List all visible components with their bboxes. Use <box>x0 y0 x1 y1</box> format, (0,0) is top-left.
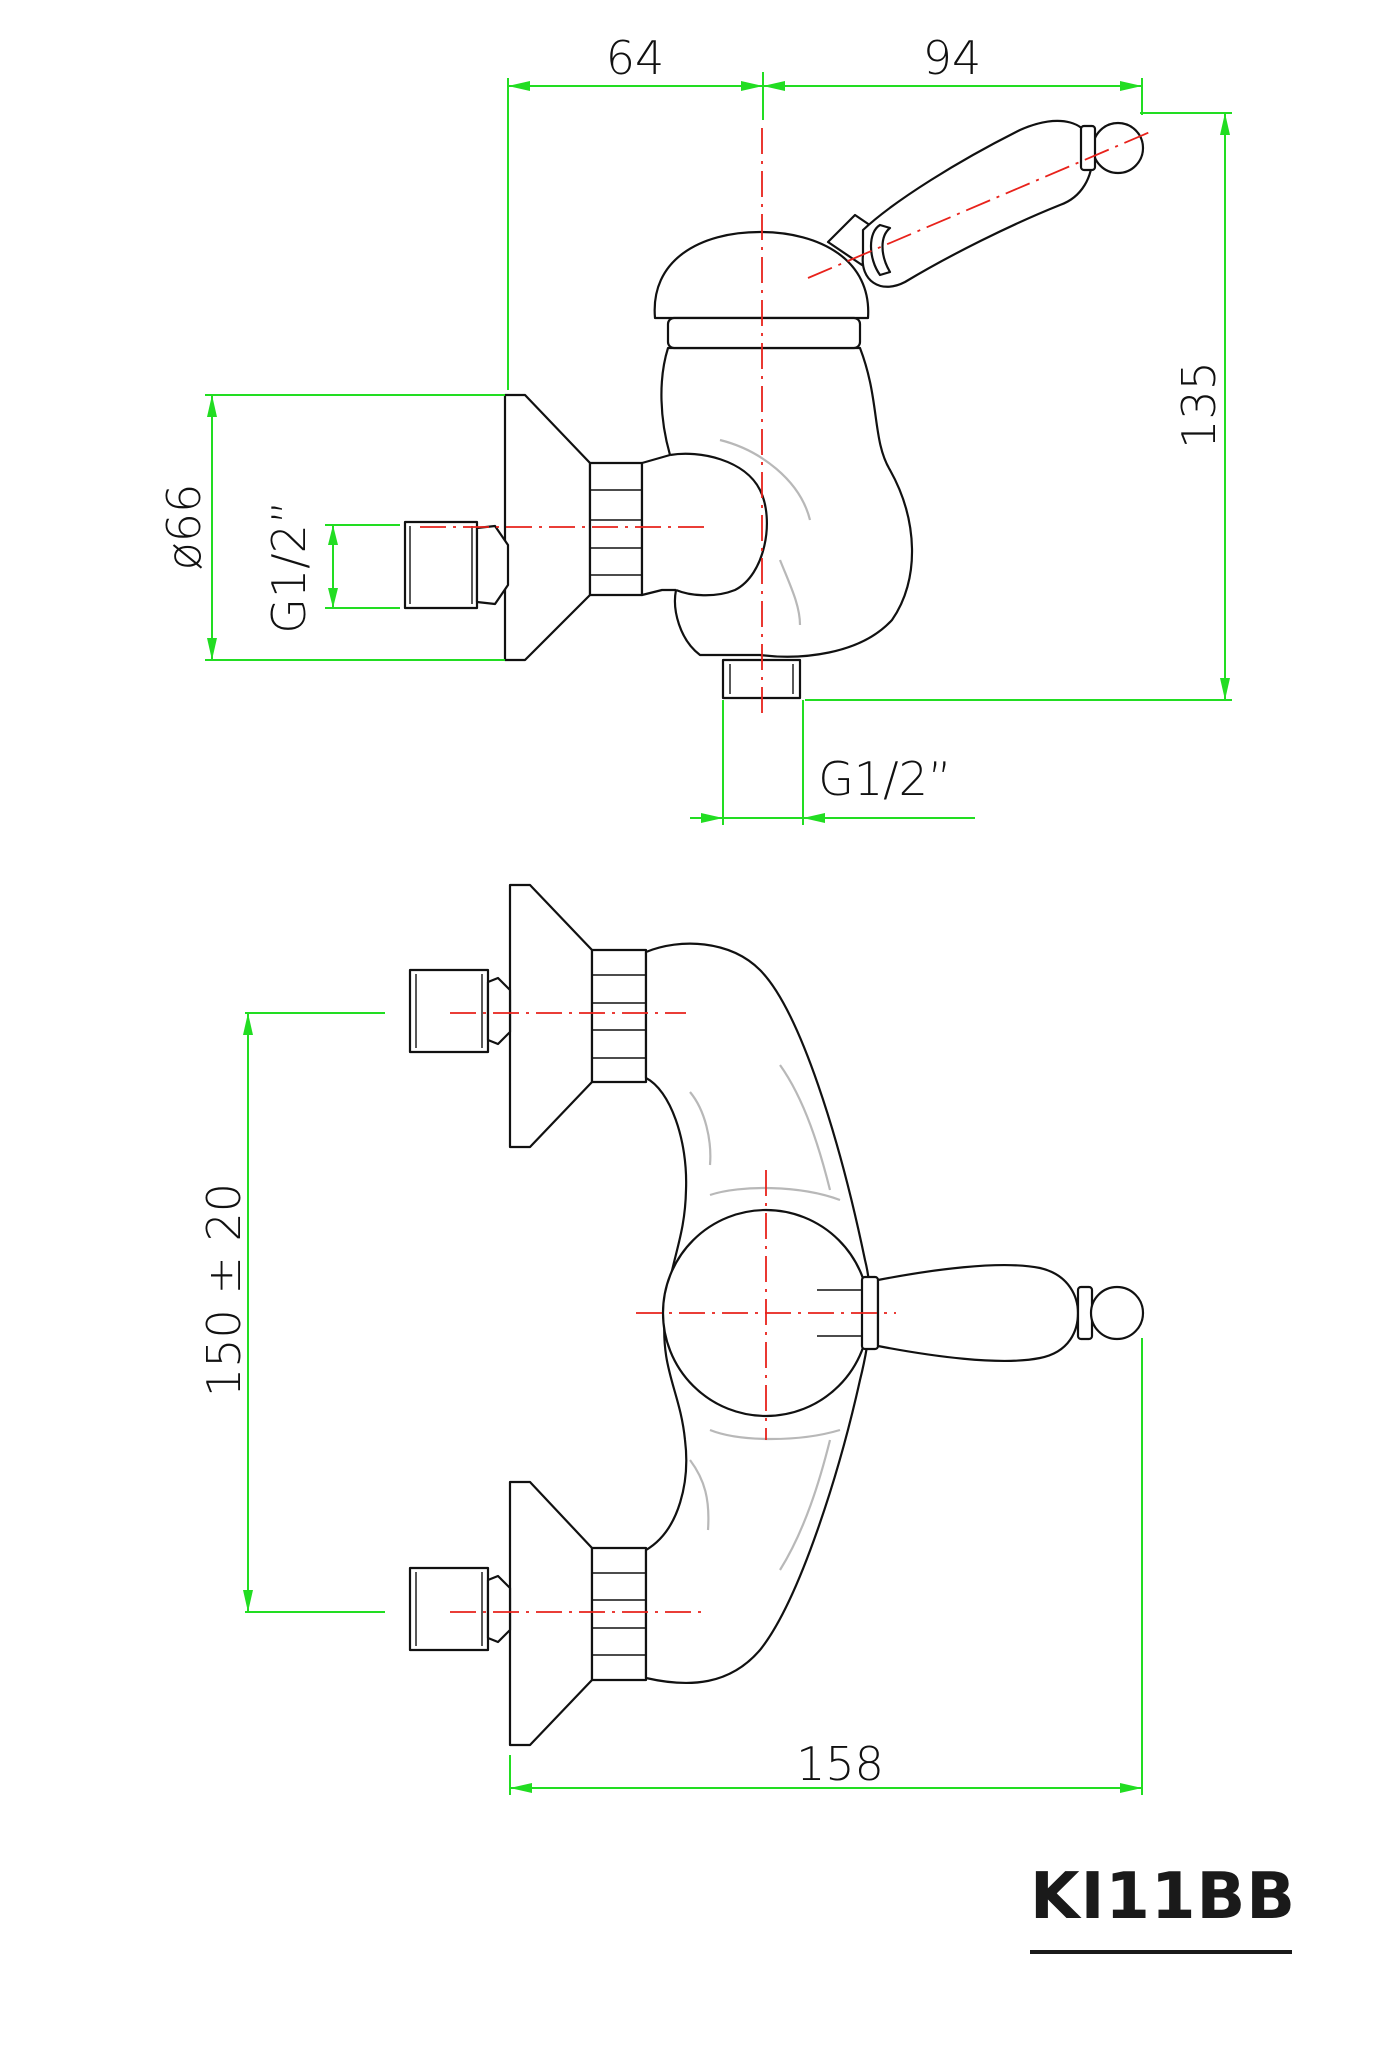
upper-hex-nut <box>590 948 648 1084</box>
upper-inlet <box>408 968 490 1054</box>
dim-64: 64 <box>606 31 665 85</box>
dim-flange-diameter: ø66 <box>157 484 211 571</box>
front-lever-handle <box>817 1264 1145 1362</box>
inlet-nipple <box>403 520 479 610</box>
lower-inlet <box>408 1566 490 1652</box>
dim-outlet-thread: G1/2” <box>818 752 952 806</box>
dim-inlet-spacing: 150 ± 20 <box>197 1183 251 1397</box>
front-view <box>408 883 1145 1747</box>
model-code: KI11BB <box>1030 1860 1297 1934</box>
cap-ring <box>666 316 862 350</box>
front-view-dimensions: 150 ± 20 158 <box>197 1012 1143 1795</box>
dim-total-width: 158 <box>796 1737 884 1791</box>
lever-handle <box>826 119 1145 288</box>
handle-axis <box>807 131 1151 279</box>
lower-hex-nut <box>590 1546 648 1682</box>
model-code-underline <box>1030 1950 1292 1954</box>
side-view-dimensions: 64 94 135 ø66 G1/2” G1/2” <box>157 31 1232 825</box>
dim-135: 135 <box>1172 361 1226 449</box>
dim-inlet-thread: G1/2” <box>262 500 316 634</box>
dim-94: 94 <box>923 31 982 85</box>
side-view <box>403 119 1151 718</box>
body-connector <box>669 452 768 597</box>
lower-flange <box>508 1480 594 1747</box>
upper-flange <box>508 883 594 1149</box>
inlet-nut <box>475 524 510 606</box>
